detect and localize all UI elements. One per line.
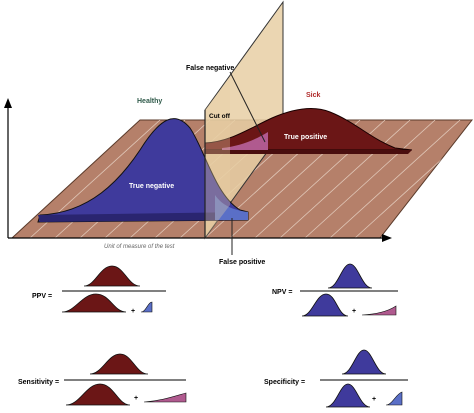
sensitivity-numerator-true-positive <box>89 353 149 375</box>
false-negative-pointer <box>229 71 266 143</box>
false-negative-label: False negative <box>186 65 234 72</box>
ppv-plus: + <box>131 308 135 315</box>
ppv-denominator-false-positive <box>140 301 153 313</box>
specificity-formula: Specificity = + <box>264 349 408 408</box>
ppv-denominator-true-positive <box>61 293 127 313</box>
axes <box>4 98 392 242</box>
specificity-label: Specificity = <box>264 379 305 386</box>
npv-denominator-false-negative <box>361 305 397 316</box>
npv-plus: + <box>352 308 356 315</box>
sensitivity-denominator-false-negative <box>143 392 187 403</box>
healthy-curve <box>37 118 249 223</box>
sick-curve <box>204 108 413 154</box>
sensitivity-label: Sensitivity = <box>18 379 59 386</box>
ppv-label: PPV = <box>32 293 52 300</box>
ppv-numerator-true-positive <box>83 265 141 287</box>
true-positive-label: True positive <box>284 134 327 141</box>
sensitivity-plus: + <box>134 395 138 402</box>
specificity-denominator-true-negative <box>325 383 371 408</box>
npv-numerator-true-negative <box>327 263 373 289</box>
npv-formula: NPV = + <box>272 263 398 317</box>
cut-off-label: Cut off <box>209 113 231 120</box>
sick-label: Sick <box>306 92 321 99</box>
healthy-label: Healthy <box>137 98 162 105</box>
npv-denominator-true-negative <box>301 293 349 317</box>
axis-caption: Unit of measure of the test <box>104 244 175 250</box>
ppv-formula: PPV = + <box>32 265 166 315</box>
specificity-denominator-false-positive <box>385 391 403 406</box>
sensitivity-denominator-true-positive <box>65 383 131 406</box>
false-positive-region <box>215 195 248 220</box>
true-negative-label: True negative <box>129 183 174 190</box>
npv-label: NPV = <box>272 289 292 296</box>
false-negative-region <box>222 132 268 150</box>
false-positive-label: False positive <box>219 259 265 266</box>
specificity-numerator-true-negative <box>341 349 387 375</box>
sensitivity-formula: Sensitivity = + <box>18 353 187 406</box>
specificity-plus: + <box>372 396 376 403</box>
